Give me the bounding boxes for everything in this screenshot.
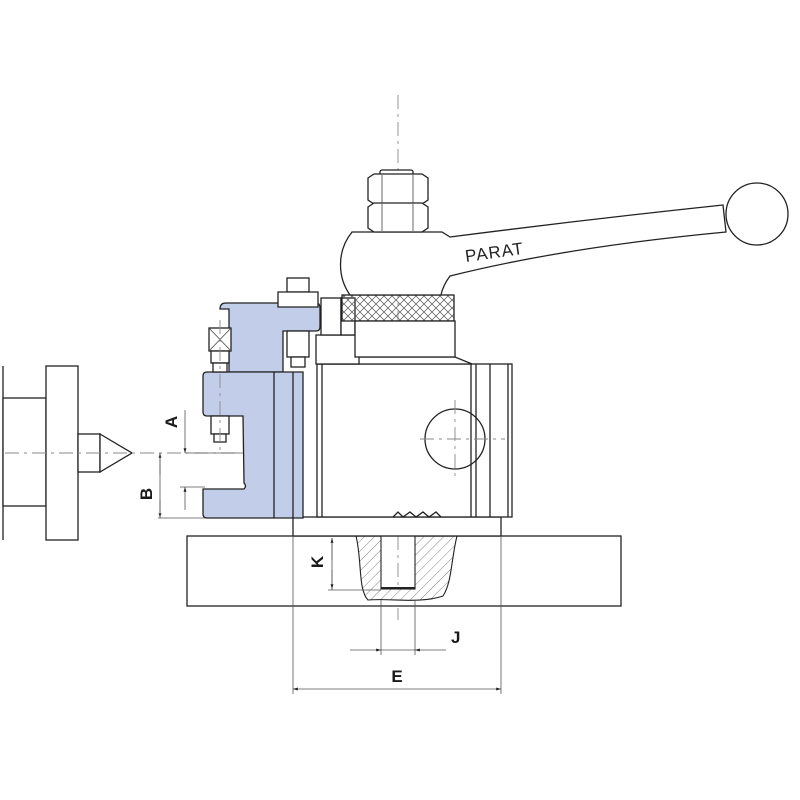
dimension-a: A <box>162 410 240 510</box>
clamp-screw <box>277 277 319 368</box>
lever-ball-knob <box>725 182 789 246</box>
dimension-e-label: E <box>391 667 402 686</box>
dimension-k: K <box>308 538 381 591</box>
dimension-a-label: A <box>162 416 181 428</box>
dimension-k-label: K <box>308 555 327 568</box>
tool-post-body <box>292 297 513 537</box>
lathe-chuck-and-center <box>2 365 260 541</box>
locking-nuts <box>367 169 429 233</box>
dimension-b: B <box>137 453 205 519</box>
dimension-e: E <box>292 536 502 694</box>
clamping-lever: PARAT <box>339 204 727 296</box>
height-adjust-screw <box>208 320 232 455</box>
t-slot-section <box>355 535 458 601</box>
dimension-j: J <box>350 600 460 655</box>
dimension-j-label: J <box>451 628 460 647</box>
tool-holder <box>202 302 321 519</box>
knurled-ring <box>341 294 455 322</box>
dimension-b-label: B <box>137 488 156 500</box>
